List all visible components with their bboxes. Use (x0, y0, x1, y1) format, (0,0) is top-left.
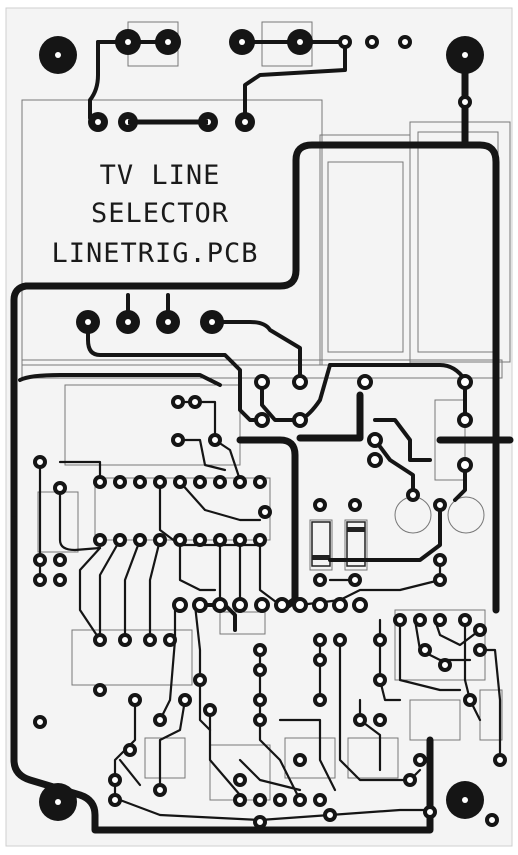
board-label-line1: TV LINE (100, 160, 221, 191)
board-label: TV LINE SELECTOR LINETRIG.PCB (51, 160, 258, 269)
large-pad-holes (85, 39, 303, 325)
diodes (311, 521, 366, 567)
board-label-line3: LINETRIG.PCB (51, 238, 258, 269)
mounting-hole-centers (55, 52, 468, 805)
silkscreen-outlines (21, 21, 511, 801)
small-pads (33, 35, 507, 829)
board-label-line2: SELECTOR (91, 198, 229, 229)
power-traces (10, 51, 514, 834)
